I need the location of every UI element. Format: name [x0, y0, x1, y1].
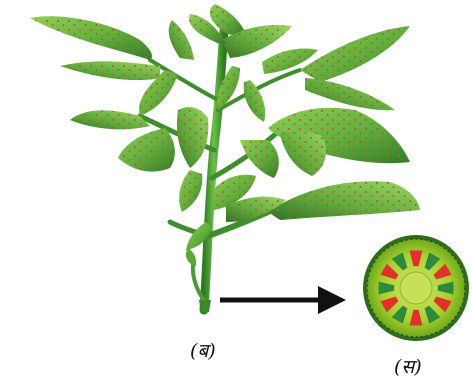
leaf — [70, 110, 150, 129]
leaf — [305, 78, 395, 110]
stem-cross-section — [363, 235, 469, 341]
leaf — [177, 107, 208, 168]
plant — [30, 4, 420, 312]
section-caption: (स) — [394, 353, 422, 379]
leaf — [300, 26, 410, 82]
leaf — [268, 181, 420, 220]
leaf — [30, 16, 152, 60]
leaf — [169, 20, 194, 60]
leaf — [118, 128, 175, 172]
leaf — [186, 248, 196, 266]
leaf — [280, 131, 326, 176]
leaf — [60, 61, 160, 80]
stem-base — [199, 300, 211, 312]
right-arrow-icon — [220, 286, 346, 314]
plant-caption: (ब) — [190, 337, 216, 363]
leaf — [179, 170, 202, 212]
